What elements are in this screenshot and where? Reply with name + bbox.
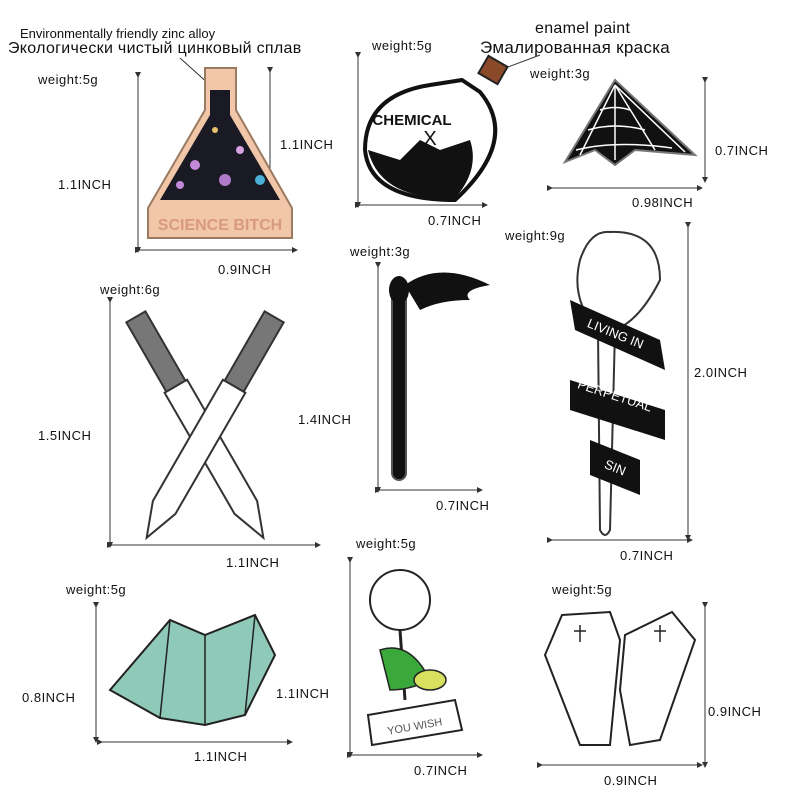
web-pin xyxy=(562,78,698,167)
knives-width: 1.1INCH xyxy=(226,555,280,570)
rose-width: 0.7INCH xyxy=(620,548,674,563)
flask-pin: SCIENCE BITCH xyxy=(147,67,293,239)
knives-weight: weight:6g xyxy=(100,282,161,297)
potion-width: 0.7INCH xyxy=(428,213,482,228)
paint-caption-en: enamel paint xyxy=(535,20,631,37)
potion-weight: weight:5g xyxy=(372,38,433,53)
rose-pin: LIVING IN PERPETUAL SIN xyxy=(570,230,665,536)
knives-pin xyxy=(124,310,286,541)
match-pin xyxy=(389,272,490,481)
match-weight: weight:3g xyxy=(350,244,411,259)
coffin-width: 0.9INCH xyxy=(604,773,658,788)
coffin-pin xyxy=(543,610,697,747)
coffin-weight: weight:5g xyxy=(552,582,613,597)
flask-depth: 1.1INCH xyxy=(280,137,334,152)
match-width: 0.7INCH xyxy=(436,498,490,513)
dandelion-pin: YOU WISH xyxy=(366,569,464,747)
dandelion-height: 1.1INCH xyxy=(276,686,330,701)
flask-height: 1.1INCH xyxy=(58,177,112,192)
dandelion-weight: weight:5g xyxy=(356,536,417,551)
potion-pin-text: CHEMICAL xyxy=(372,112,451,129)
coffin-height: 0.9INCH xyxy=(708,704,762,719)
web-width: 0.98INCH xyxy=(632,195,694,210)
potion-pin-x: X xyxy=(423,128,436,150)
potion-pin: CHEMICAL X xyxy=(362,54,509,203)
fortune-weight: weight:5g xyxy=(66,582,127,597)
material-caption-ru: Экологически чистый цинковый сплав xyxy=(8,40,302,57)
web-weight: weight:3g xyxy=(530,66,591,81)
rose-height: 2.0INCH xyxy=(694,365,748,380)
knives-height: 1.5INCH xyxy=(38,428,92,443)
match-height: 1.4INCH xyxy=(298,412,352,427)
fortune-pin xyxy=(108,613,277,727)
material-caption-en: Environmentally friendly zinc alloy xyxy=(20,26,216,41)
fortune-width: 1.1INCH xyxy=(194,749,248,764)
rose-weight: weight:9g xyxy=(505,228,566,243)
fortune-height: 0.8INCH xyxy=(22,690,76,705)
flask-weight: weight:5g xyxy=(38,72,99,87)
paint-caption-ru: Эмалированная краска xyxy=(480,38,671,57)
web-height: 0.7INCH xyxy=(715,143,769,158)
dandelion-width: 0.7INCH xyxy=(414,763,468,778)
flask-pin-text: SCIENCE BITCH xyxy=(158,217,282,234)
flask-width: 0.9INCH xyxy=(218,262,272,277)
